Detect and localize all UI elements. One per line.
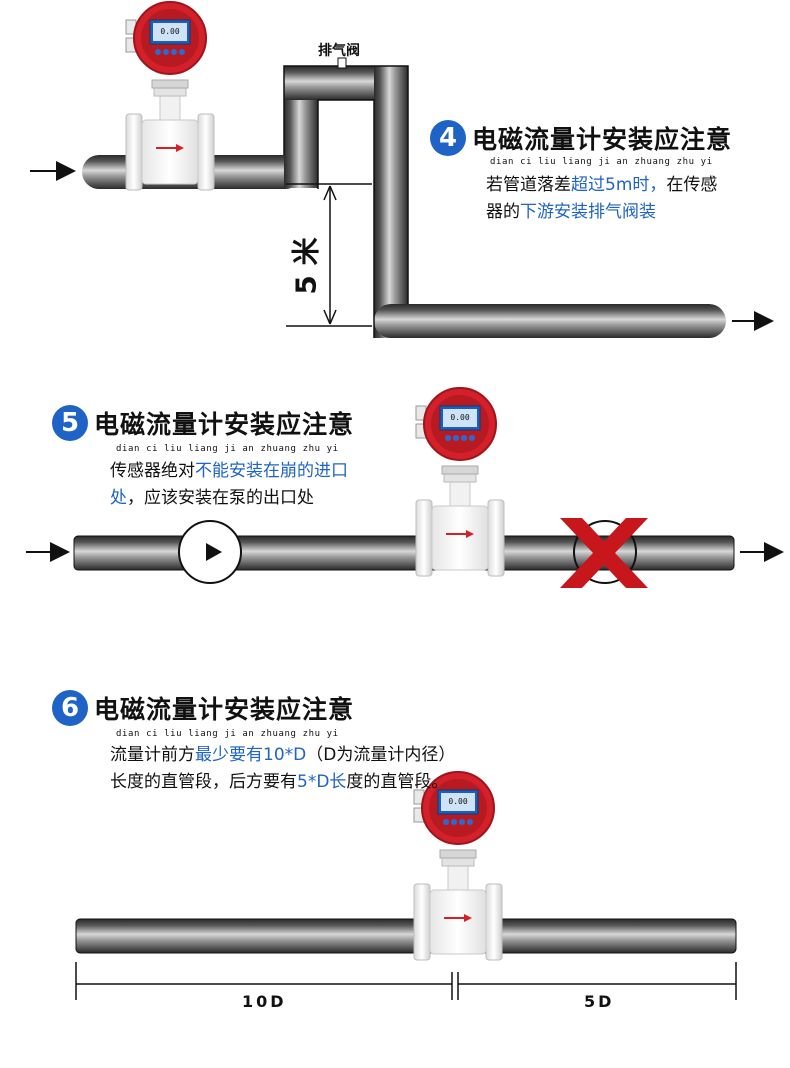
wrong-pump-position	[573, 520, 637, 584]
section-6-diagram	[75, 771, 737, 1000]
vent-valve-label: 排气阀	[318, 43, 360, 59]
flowmeter-1	[125, 1, 215, 191]
section-4-diagram	[30, 1, 774, 338]
note-6-line-2: 长度的直管段，后方要有5*D长度的直管段。	[110, 772, 449, 792]
note-5-line-1: 传感器绝对不能安装在崩的进口	[110, 461, 348, 481]
section-5-diagram	[26, 387, 784, 588]
note-6-heading: 6 电磁流量计安装应注意	[52, 690, 354, 726]
upstream-length-label: 10D	[242, 992, 287, 1011]
note-4-line-1: 若管道落差超过5m时，在传感	[486, 175, 718, 195]
cross-mark-icon	[560, 518, 648, 588]
vent-valve	[337, 57, 347, 69]
note-4-number-badge: 4	[430, 120, 466, 156]
note-6-title: 电磁流量计安装应注意	[94, 695, 355, 724]
note-6-text: 流量计前方最少要有10*D（D为流量计内径） 长度的直管段，后方要有5*D长度的…	[110, 742, 455, 796]
pump-symbol	[178, 520, 242, 584]
note-6-number-badge: 6	[52, 690, 88, 726]
note-4-pinyin: dian ci liu liang ji an zhuang zhu yi	[490, 157, 713, 167]
note-6-pinyin: dian ci liu liang ji an zhuang zhu yi	[116, 729, 339, 739]
note-6-line-1: 流量计前方最少要有10*D（D为流量计内径）	[110, 745, 456, 765]
downcomer-pipe	[374, 66, 408, 338]
note-5-line-2: 处，应该安装在泵的出口处	[110, 488, 314, 508]
note-5-text: 传感器绝对不能安装在崩的进口 处，应该安装在泵的出口处	[110, 458, 348, 512]
note-5-pinyin: dian ci liu liang ji an zhuang zhu yi	[116, 444, 339, 454]
outlet-pipe	[374, 304, 726, 338]
note-4-heading: 4 电磁流量计安装应注意	[430, 120, 732, 156]
downstream-length-label: 5D	[584, 992, 615, 1011]
note-5-title: 电磁流量计安装应注意	[94, 410, 355, 439]
note-5-heading: 5 电磁流量计安装应注意	[52, 405, 354, 441]
note-4-title: 电磁流量计安装应注意	[472, 125, 733, 154]
flowmeter-3	[413, 771, 503, 961]
flowmeter-2	[415, 387, 505, 577]
note-4-line-2: 器的下游安装排气阀装	[486, 202, 656, 222]
height-label: 5 米	[289, 237, 323, 295]
note-4-text: 若管道落差超过5m时，在传感 器的下游安装排气阀装	[486, 172, 717, 226]
note-5-number-badge: 5	[52, 405, 88, 441]
pipe-6	[75, 918, 737, 954]
